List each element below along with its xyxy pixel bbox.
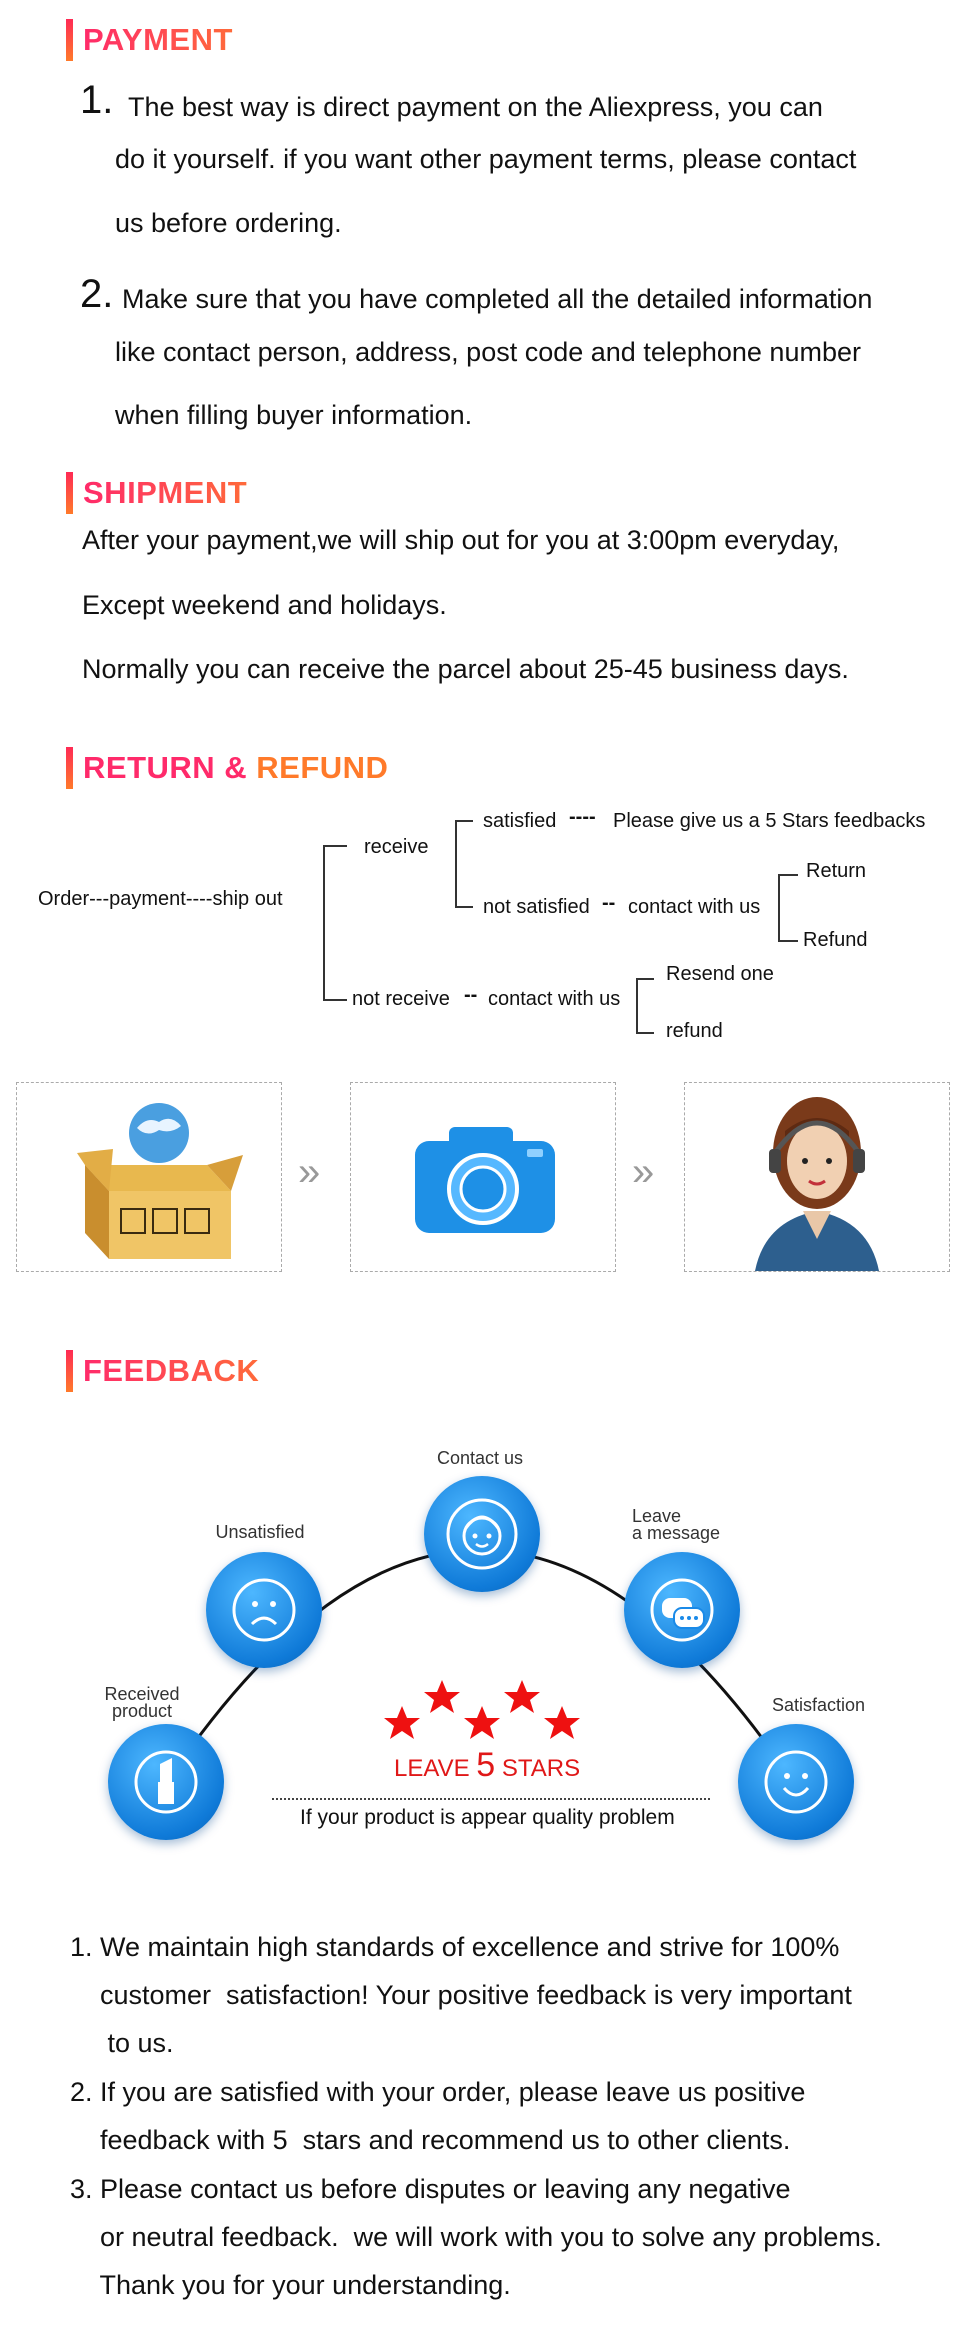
tree-line [778,940,798,942]
payment-item-1-number: 1. [80,78,114,122]
chat-bubble-icon [650,1578,714,1642]
tree-contact-us: contact with us [628,896,761,918]
payment-heading: PAYMENT [66,19,233,61]
heading-bar [66,19,73,61]
camera-icon [415,1127,555,1233]
feedback-heading: FEEDBACK [66,1350,259,1392]
tree-not-receive: not receive [352,988,450,1010]
tree-line [455,906,473,908]
shipment-line-3: Normally you can receive the parcel abou… [82,654,849,684]
package-icon [77,1103,243,1259]
label-leave-message: Leave a message [632,1506,742,1543]
tree-satisfied: satisfied [483,810,557,832]
label-unsatisfied: Unsatisfied [215,1522,305,1542]
tree-contact-us: contact with us [488,988,621,1010]
chevron-right-icon: » [298,1150,321,1194]
refund-title-part1: RETURN & [83,750,257,785]
leave-text: LEAVE [394,1755,477,1782]
payment-title: PAYMENT [83,22,233,57]
tree-not-satisfied: not satisfied [483,896,590,918]
package-panel [16,1082,282,1272]
leave-five-stars-text: LEAVE 5 STARS [394,1746,580,1785]
tree-dash: -- [602,892,616,914]
stars-text: STARS [495,1755,581,1782]
tree-refund-lower: refund [666,1020,723,1042]
payment-item-2-number: 2. [80,272,114,316]
refund-title: RETURN & REFUND [83,750,388,786]
five-text: 5 [476,1746,496,1784]
satisfaction-button[interactable] [738,1724,854,1840]
payment-item-2-line-1: Make sure that you have completed all th… [122,284,873,314]
payment-item-2-line-2: like contact person, address, post code … [115,337,861,367]
tree-dash: -- [464,984,478,1006]
tree-dash: ---- [569,806,596,828]
shipment-line-2: Except weekend and holidays. [82,590,447,620]
feedback-title: FEEDBACK [83,1353,260,1388]
feedback-item-1-line-3: to us. [70,2028,174,2058]
tree-line [323,845,325,1001]
heading-bar [66,472,73,514]
payment-item-2-line-3: when filling buyer information. [115,400,473,430]
tree-root: Order---payment----ship out [38,888,283,910]
label-satisfaction: Satisfaction [772,1695,866,1715]
support-agent-icon [755,1097,879,1271]
heading-bar [66,747,73,789]
happy-face-icon [764,1750,828,1814]
tree-line [455,820,473,822]
contact-us-button[interactable] [424,1476,540,1592]
feedback-item-1-line-1: 1. We maintain high standards of excelle… [70,1932,840,1962]
customer-service-icon [446,1498,518,1570]
heading-bar [66,1350,73,1392]
support-panel [684,1082,950,1272]
quality-problem-text: If your product is appear quality proble… [300,1806,675,1829]
feedback-item-3-line-2: or neutral feedback. we will work with y… [70,2222,882,2252]
refund-heading: RETURN & REFUND [66,747,388,789]
shipment-line-1: After your payment,we will ship out for … [82,525,840,555]
payment-item-1-line-3: us before ordering. [115,208,342,238]
leave-message-button[interactable] [624,1552,740,1668]
tree-line [636,978,638,1034]
label-received-product: Received product [92,1684,192,1721]
tree-return: Return [806,860,867,882]
sad-face-icon [232,1578,296,1642]
payment-item-1-line-2: do it yourself. if you want other paymen… [115,144,857,174]
tree-line [323,999,347,1001]
tree-line [778,874,780,942]
feedback-item-2-line-1: 2. If you are satisfied with your order,… [70,2077,806,2107]
tree-line [455,820,457,908]
feedback-item-3-line-1: 3. Please contact us before disputes or … [70,2174,791,2204]
camera-panel [350,1082,616,1272]
tree-receive: receive [364,836,429,858]
tree-refund: Refund [803,929,868,951]
tree-five-stars: Please give us a 5 Stars feedbacks [613,810,926,832]
feedback-item-2-line-2: feedback with 5 stars and recommend us t… [70,2125,791,2155]
feedback-item-3-line-3: Thank you for your understanding. [70,2270,511,2300]
tree-line [778,874,798,876]
dotted-divider [272,1798,710,1800]
tree-line [323,845,347,847]
label-contact-us: Contact us [436,1448,524,1468]
shipment-heading: SHIPMENT [66,472,247,514]
chevron-right-icon: » [632,1150,655,1194]
label-received-line-2: product [111,1701,173,1721]
tree-resend: Resend one [666,963,774,985]
label-received-line-1: Received [104,1684,180,1704]
tree-line [636,978,654,980]
received-product-button[interactable] [108,1724,224,1840]
five-stars-icon [384,1680,580,1739]
tree-line [636,1032,654,1034]
label-leave-line-2: a message [632,1523,721,1543]
label-leave-line-1: Leave [632,1506,682,1526]
refund-title-part2: REFUND [256,750,389,785]
payment-item-1-line-1: The best way is direct payment on the Al… [128,92,823,122]
shipment-title: SHIPMENT [83,475,248,510]
feedback-item-1-line-2: customer satisfaction! Your positive fee… [70,1980,852,2010]
lipstick-icon [134,1750,198,1814]
unsatisfied-button[interactable] [206,1552,322,1668]
